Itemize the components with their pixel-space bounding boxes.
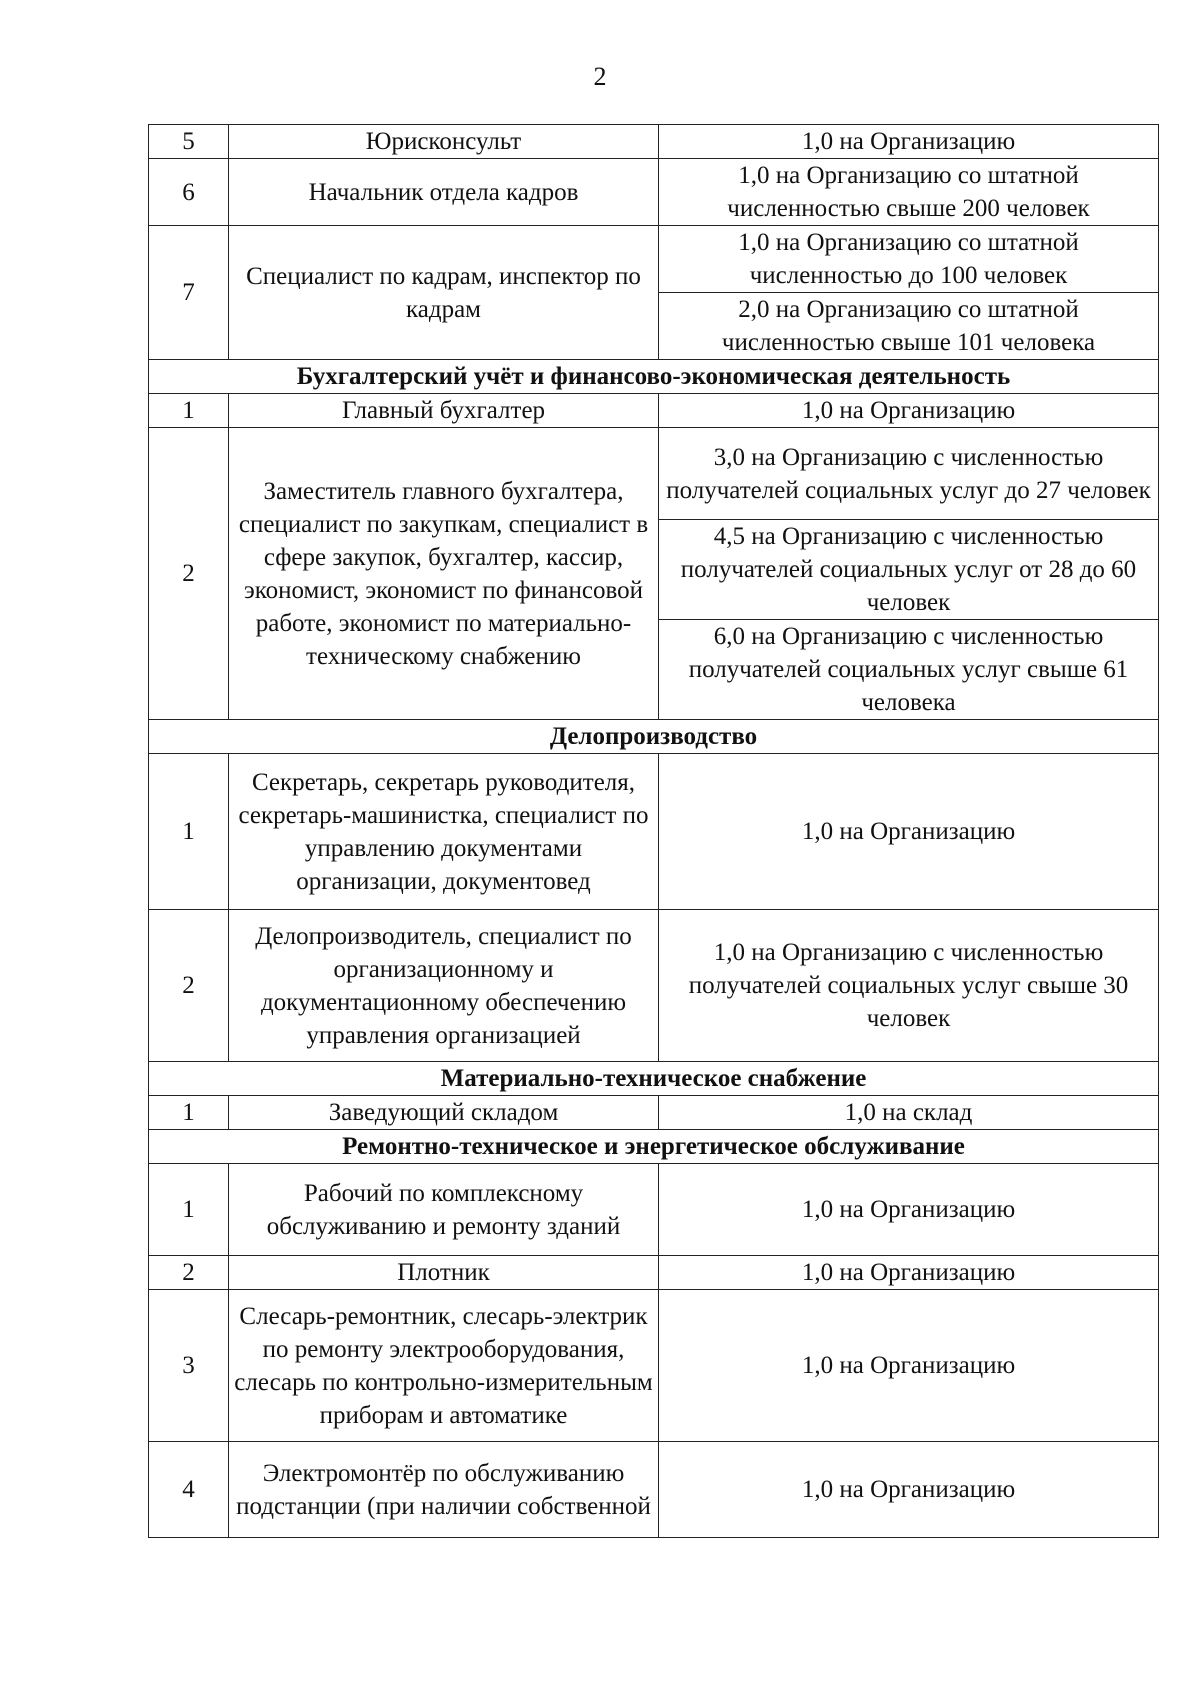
norm-cell: 2,0 на Организацию со штатной численност… — [658, 292, 1159, 360]
row-number-cell: 5 — [148, 124, 229, 159]
norm-cell: 1,0 на Организацию со штатной численност… — [658, 225, 1159, 293]
table-row: 2,0 на Организацию со штатной численност… — [149, 292, 1159, 360]
norm-cell: 1,0 на Организацию — [658, 753, 1159, 910]
position-cell: Делопроизводитель, специалист по организ… — [228, 909, 659, 1062]
position-cell: Юрисконсульт — [228, 124, 659, 159]
section-header-row: Бухгалтерский учёт и финансово-экономиче… — [148, 359, 1159, 394]
row-number-cell: 4 — [148, 1441, 229, 1538]
row-number-cell: 2 — [148, 909, 229, 1062]
norm-cell: 1,0 на Организацию — [658, 1163, 1159, 1256]
norm-cell: 6,0 на Организацию с численностью получа… — [658, 619, 1159, 720]
norm-cell: 1,0 на склад — [658, 1095, 1159, 1130]
position-cell: Заведующий складом — [228, 1095, 659, 1130]
position-cell: Секретарь, секретарь руководителя, секре… — [228, 753, 659, 910]
section-title: Материально-техническое снабжение — [148, 1061, 1159, 1096]
section-header-row: Материально-техническое снабжение — [148, 1061, 1159, 1096]
section-header-row: Делопроизводство — [148, 719, 1159, 754]
norm-cell: 1,0 на Организацию с численностью получа… — [658, 909, 1159, 1062]
position-cell: Начальник отдела кадров — [228, 158, 659, 226]
section-title: Делопроизводство — [148, 719, 1159, 754]
row-number-cell: 1 — [148, 1163, 229, 1256]
position-cell: Заместитель главного бухгалтера, специал… — [228, 427, 659, 720]
norm-cell: 4,5 на Организацию с численностью получа… — [658, 519, 1159, 620]
page-number: 2 — [593, 62, 607, 91]
norm-cell: 1,0 на Организацию со штатной численност… — [658, 158, 1159, 226]
row-number-cell: 6 — [148, 158, 229, 226]
row-number-cell: 1 — [148, 753, 229, 910]
section-header-row: Ремонтно-техническое и энергетическое об… — [148, 1129, 1159, 1164]
position-cell: Главный бухгалтер — [228, 393, 659, 428]
section-title: Бухгалтерский учёт и финансово-экономиче… — [148, 359, 1159, 394]
norm-cell: 1,0 на Организацию — [658, 1441, 1159, 1538]
position-cell: Плотник — [228, 1255, 659, 1290]
norm-cell: 1,0 на Организацию — [658, 1289, 1159, 1442]
row-number-cell: 1 — [148, 393, 229, 428]
norm-cell: 1,0 на Организацию — [658, 1255, 1159, 1290]
position-cell: Специалист по кадрам, инспектор по кадра… — [228, 225, 659, 360]
position-cell: Рабочий по комплексному обслуживанию и р… — [228, 1163, 659, 1256]
row-number-cell: 3 — [148, 1289, 229, 1442]
row-number-cell: 2 — [148, 427, 229, 720]
norm-cell: 3,0 на Организацию с численностью получа… — [658, 427, 1159, 520]
position-cell: Электромонтёр по обслуживанию подстанции… — [228, 1441, 659, 1538]
norm-cell: 1,0 на Организацию — [658, 124, 1159, 159]
norm-cell: 1,0 на Организацию — [658, 393, 1159, 428]
position-cell: Слесарь-ремонтник, слесарь-электрик по р… — [228, 1289, 659, 1442]
row-number-cell: 2 — [148, 1255, 229, 1290]
row-number-cell: 1 — [148, 1095, 229, 1130]
section-title: Ремонтно-техническое и энергетическое об… — [148, 1129, 1159, 1164]
row-number-cell: 7 — [148, 225, 229, 360]
